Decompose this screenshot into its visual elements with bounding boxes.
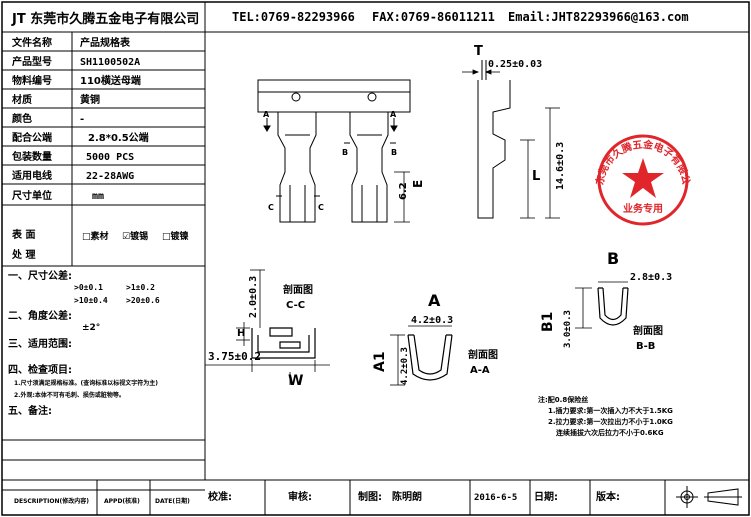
inspect-1: 1.尺寸须满足规格标准。(查询标准以标视文字符为主) <box>14 379 158 387</box>
spec-label-2: 物料编号 <box>12 74 52 87</box>
spec-label-6: 包装数量 <box>12 150 52 163</box>
remark-title: 五、备注: <box>8 404 52 417</box>
marker-b-right: B <box>391 148 397 157</box>
marker-a-left: A <box>263 110 270 119</box>
footer-review: 审核: <box>288 490 312 503</box>
footer-date-suffix: 日期: <box>534 490 558 503</box>
inspect-2: 2.外观:本体不可有毛刺、损伤或脏物等。 <box>14 391 125 399</box>
footer-version: 版本: <box>596 490 620 503</box>
spec-value-7: 22-28AWG <box>86 171 134 182</box>
spec-label-3: 材质 <box>12 93 32 106</box>
marker-c-right: C <box>318 203 324 212</box>
dim-2-0: 2.0±0.3 <box>248 276 259 318</box>
dim-3-0: 3.0±0.3 <box>563 310 573 348</box>
force-line-3: 连续插拔六次后拉力不小于0.6KG <box>556 428 664 437</box>
footer-draw-label: 制图: <box>358 490 382 503</box>
footer-desc: DESCRIPTION(修改内容) <box>14 497 89 505</box>
section-bb-letter: B <box>607 249 619 268</box>
terminal-side-view <box>477 60 511 219</box>
footer-date-label: DATE(日期) <box>155 497 190 505</box>
spec-label-1: 产品型号 <box>12 55 52 68</box>
spec-value-6: 5000 PCS <box>86 152 134 163</box>
dim-W: W <box>288 373 303 389</box>
marker-b-left: B <box>342 148 348 157</box>
section-bb-title: 剖面图 <box>633 324 663 337</box>
footer-date: 2016-6-5 <box>474 493 517 503</box>
dim-4-2a: 4.2±0.3 <box>411 315 453 326</box>
section-bb-name: B-B <box>636 341 655 352</box>
spec-value-3: 黄铜 <box>80 93 100 106</box>
dim-B1: B1 <box>540 312 556 332</box>
spec-label-4: 颜色 <box>12 112 32 125</box>
dim-L: L <box>532 169 540 184</box>
scope-title: 三、适用范围: <box>8 337 72 350</box>
surface-option-raw: □素材 <box>82 230 109 242</box>
section-cc-title: 剖面图 <box>283 283 313 296</box>
section-bb-view <box>597 287 629 326</box>
tol-1: >0±0.1 <box>74 283 103 292</box>
dim-4-2b: 4.2±0.3 <box>400 347 410 385</box>
tol-2: >1±0.2 <box>126 283 155 292</box>
email-text: Email:JHT82293966@163.com <box>508 10 689 24</box>
angle-title: 二、角度公差: <box>8 309 72 322</box>
dim-T-value: 0.25±0.03 <box>488 59 542 70</box>
spec-label-7: 适用电线 <box>12 169 52 182</box>
angle-value: ±2° <box>82 323 100 333</box>
dim-T-label: T <box>474 44 483 59</box>
dim-H: H <box>237 328 245 339</box>
terminal-front-view <box>257 79 411 223</box>
dim-E: E <box>411 180 425 188</box>
footer-check: 校准: <box>208 490 232 503</box>
stamp-center-text: 业务专用 <box>623 202 663 215</box>
surface-label-1: 表 面 <box>11 228 35 241</box>
fax-text: FAX:0769-86011211 <box>372 10 495 24</box>
force-title: 注:配0.8保险丝 <box>538 395 588 404</box>
section-cc-name: C-C <box>286 300 305 311</box>
dim-A1: A1 <box>372 351 388 372</box>
surface-option-tin: ☑镀锡 <box>122 230 148 242</box>
projection-symbol-icon <box>676 486 742 508</box>
footer-appd: APPD(核准) <box>104 497 140 505</box>
tolerance-title: 一、尺寸公差: <box>8 269 72 282</box>
spec-value-1: SH1100502A <box>80 57 140 68</box>
spec-value-2: 110横送母端 <box>80 74 141 87</box>
force-line-2: 2.拉力要求:第一次拉出力不小于1.0KG <box>548 417 673 426</box>
tel-text: TEL:0769-82293966 <box>232 10 355 24</box>
surface-option-nickel: □镀镍 <box>162 230 189 242</box>
section-aa-title: 剖面图 <box>468 348 498 361</box>
tol-3: >10±0.4 <box>74 296 108 305</box>
spec-value-0: 产品规格表 <box>80 36 131 49</box>
inspect-title: 四、检查项目: <box>8 363 72 376</box>
dim-14-6: 14.6±0.3 <box>555 142 566 190</box>
spec-value-4: - <box>80 114 84 125</box>
dim-3-75: 3.75±0.2 <box>208 350 261 363</box>
marker-a-right: A <box>390 110 397 119</box>
dim-2-8: 2.8±0.3 <box>630 272 672 283</box>
spec-label-0: 文件名称 <box>12 36 52 49</box>
section-aa-name: A-A <box>470 365 490 376</box>
surface-label-2: 处 理 <box>11 248 35 261</box>
section-aa-view <box>407 334 453 381</box>
spec-label-8: 尺寸单位 <box>12 189 52 202</box>
dim-6-2: 6.2 <box>398 182 409 200</box>
tol-4: >20±0.6 <box>126 296 160 305</box>
spec-value-5: 2.8*0.5公端 <box>88 131 149 144</box>
spec-label-5: 配合公端 <box>12 131 52 144</box>
force-line-1: 1.插力要求:第一次插入力不大于1.5KG <box>548 406 673 415</box>
section-aa-letter: A <box>428 291 441 310</box>
spec-value-8: mm <box>92 191 104 202</box>
company-name: JT 东莞市久腾五金电子有限公司 <box>11 11 199 27</box>
marker-c-left: C <box>268 203 274 212</box>
section-cc-view <box>251 327 316 359</box>
footer-drawer: 陈明朗 <box>392 490 422 503</box>
